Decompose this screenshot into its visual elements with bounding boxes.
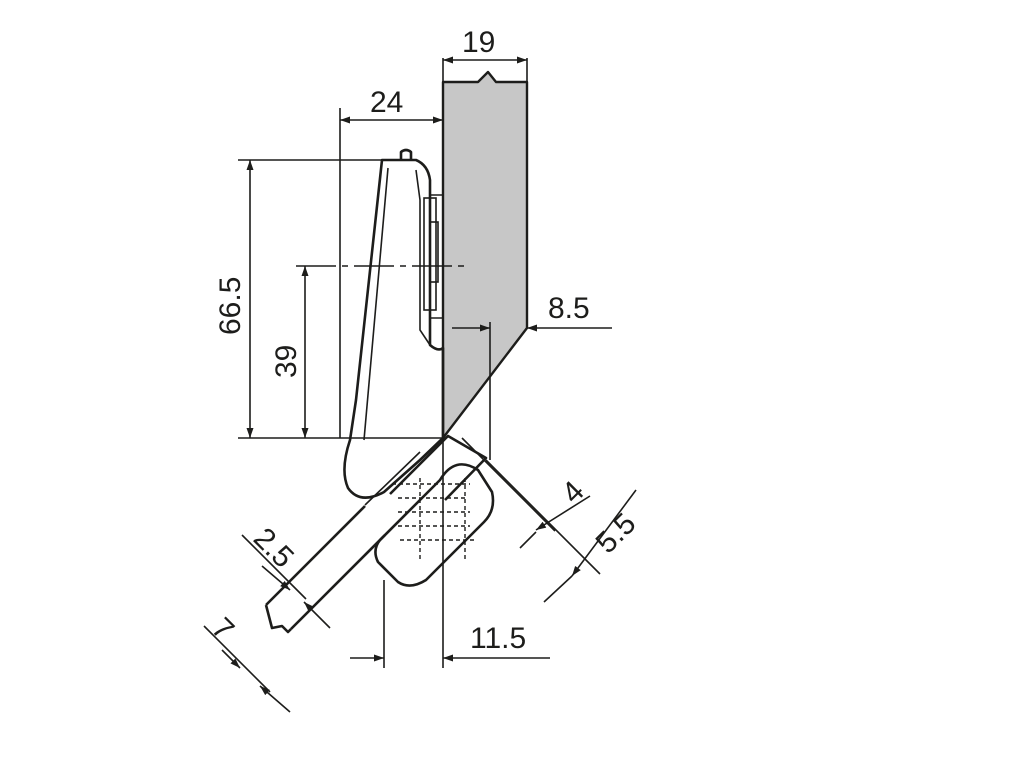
dim-label-665: 66.5 bbox=[214, 277, 247, 335]
extension-55 bbox=[485, 459, 601, 575]
dim-label-39: 39 bbox=[270, 345, 303, 378]
dim-label-4: 4 bbox=[556, 475, 591, 510]
dim-line-25a bbox=[261, 565, 291, 591]
dim-line-55 bbox=[571, 489, 637, 577]
hinge-cup bbox=[364, 434, 495, 587]
hinge-arm bbox=[343, 148, 445, 499]
dim-label-24: 24 bbox=[370, 86, 403, 119]
side-panel bbox=[264, 505, 386, 634]
dim-label-25: 2.5 bbox=[247, 522, 300, 575]
dim-label-55: 5.5 bbox=[590, 507, 643, 560]
dim-label-85: 8.5 bbox=[548, 292, 590, 325]
door-panel bbox=[441, 70, 529, 440]
dim-line-7a bbox=[221, 649, 241, 669]
dim-line-4 bbox=[535, 495, 591, 531]
dim-line-25b bbox=[303, 601, 331, 629]
dim-line-7b bbox=[259, 685, 291, 713]
dim-label-7: 7 bbox=[205, 612, 240, 647]
dim-label-115: 11.5 bbox=[470, 622, 526, 655]
dim-line-4b bbox=[519, 531, 537, 549]
extension-25 bbox=[241, 534, 307, 600]
dim-line-55b bbox=[543, 575, 573, 603]
extension-4 bbox=[461, 437, 556, 532]
dim-label-19: 19 bbox=[462, 26, 495, 59]
